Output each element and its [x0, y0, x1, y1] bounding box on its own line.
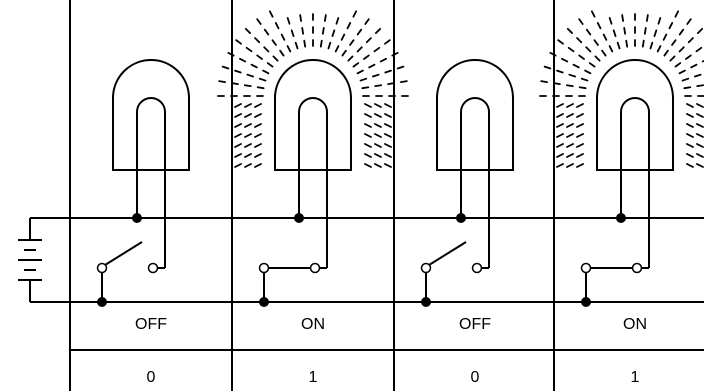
- switch-state-label-1: ON: [301, 316, 325, 333]
- light-bulb-icon: [596, 59, 674, 171]
- switch-lever-open-0: [104, 241, 143, 266]
- switch-pivot-3: [580, 262, 592, 274]
- switch-pivot-0: [96, 262, 108, 274]
- top-junction-1: [294, 213, 304, 223]
- bottom-junction-0: [97, 297, 107, 307]
- bit-cell-2: OFF 0: [420, 59, 514, 386]
- bit-cell-0: OFF 0: [96, 59, 190, 386]
- bit-value-1: 1: [309, 369, 318, 386]
- top-junction-3: [616, 213, 626, 223]
- filament-1: [298, 97, 328, 260]
- switch-pivot-1: [258, 262, 270, 274]
- bulb-glow-3: [539, 10, 704, 168]
- filament-2: [460, 97, 490, 260]
- bottom-junction-2: [421, 297, 431, 307]
- filament-0: [136, 97, 166, 260]
- switch-contact-2: [471, 262, 483, 274]
- switch-state-label-2: OFF: [459, 316, 491, 333]
- switch-lever-open-2: [428, 241, 467, 266]
- bottom-junction-1: [259, 297, 269, 307]
- bit-cell-1: ON 1: [217, 10, 409, 386]
- switch-state-label-0: OFF: [135, 316, 167, 333]
- filament-3: [620, 97, 650, 260]
- bulb-glow-1: [217, 10, 409, 168]
- light-bulb-icon: [112, 59, 190, 171]
- top-junction-2: [456, 213, 466, 223]
- switch-contact-0: [147, 262, 159, 274]
- switch-pivot-2: [420, 262, 432, 274]
- light-bulb-icon: [274, 59, 352, 171]
- bottom-junction-3: [581, 297, 591, 307]
- bit-cell-3: ON 1: [539, 10, 704, 386]
- switch-state-label-3: ON: [623, 316, 647, 333]
- top-junction-0: [132, 213, 142, 223]
- table-frame: [69, 0, 704, 391]
- bit-value-2: 0: [471, 369, 480, 386]
- switch-contact-3: [631, 262, 643, 274]
- switch-contact-1: [309, 262, 321, 274]
- battery-icon: [18, 218, 42, 302]
- light-bulb-icon: [436, 59, 514, 171]
- bit-value-0: 0: [147, 369, 156, 386]
- bit-value-3: 1: [631, 369, 640, 386]
